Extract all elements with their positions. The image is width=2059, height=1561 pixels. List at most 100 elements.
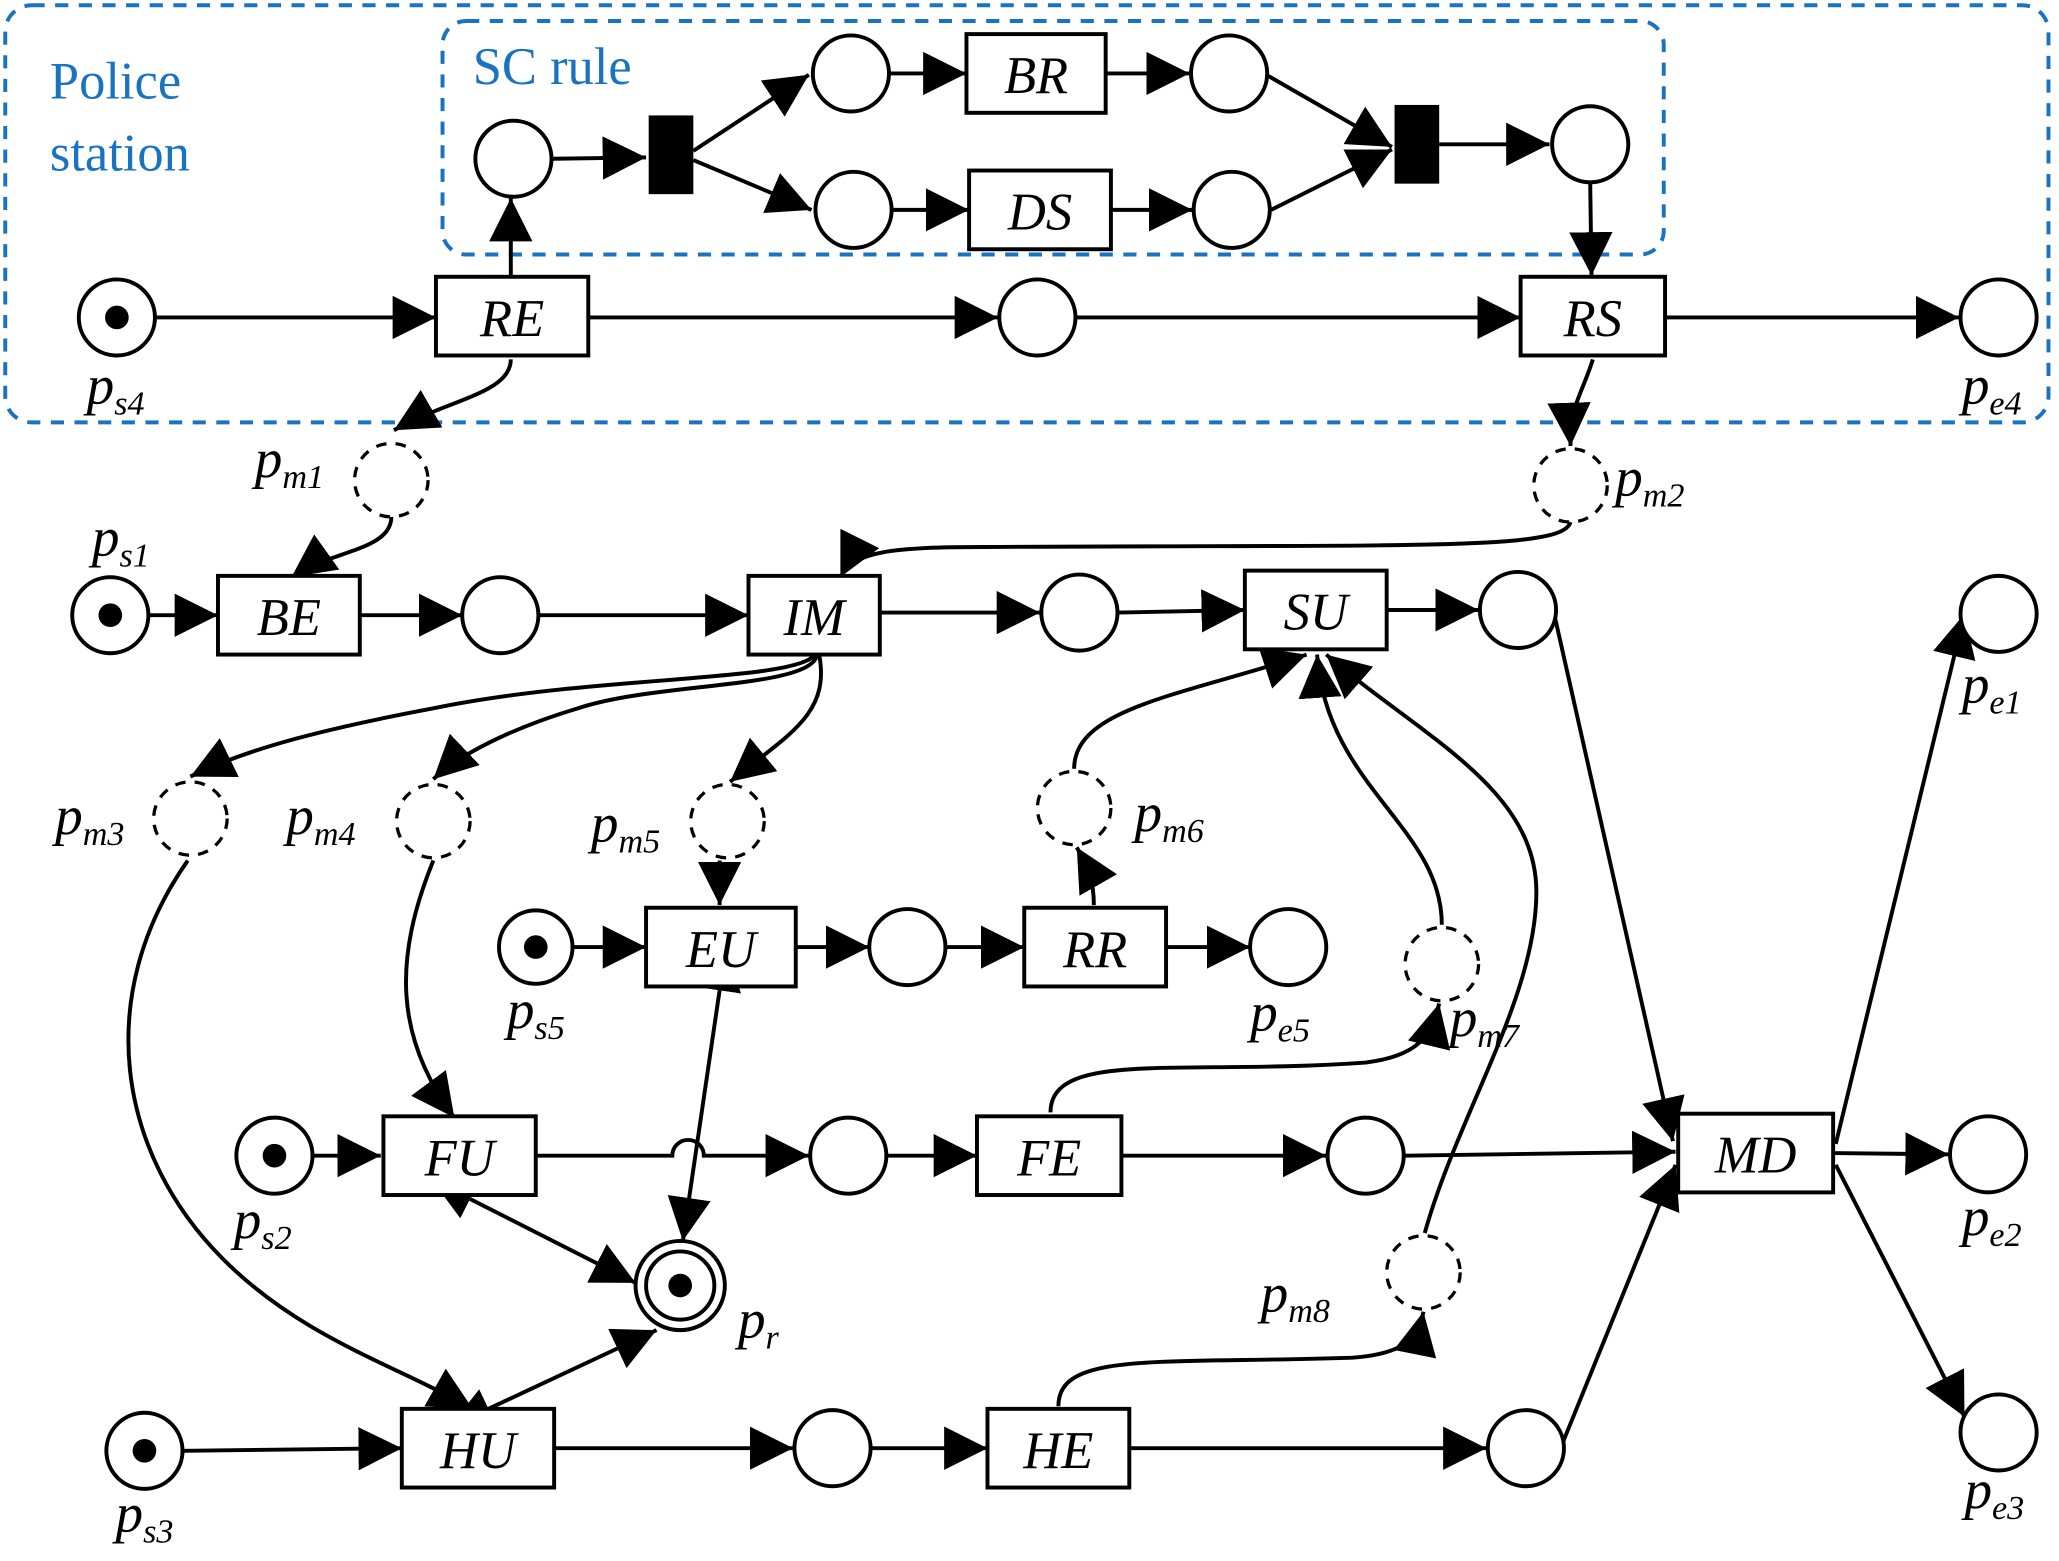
places [70, 33, 2039, 1491]
transition-he[interactable]: HE [985, 1406, 1132, 1490]
place-pm2[interactable] [1532, 446, 1609, 524]
place-row1-c[interactable] [1477, 569, 1559, 650]
transition-br[interactable]: BR [964, 32, 1108, 115]
transition-fe-label: FE [1016, 1129, 1081, 1187]
transition-im[interactable]: IM [746, 573, 882, 657]
place-fe-out[interactable] [1325, 1115, 1406, 1196]
transition-rs-label: RS [1563, 290, 1622, 348]
label-pm2: pm2 [1611, 447, 1684, 514]
place-pe3[interactable] [1958, 1392, 2039, 1473]
arc-fu-p [535, 1134, 809, 1178]
place-pe5[interactable] [1248, 907, 1329, 988]
transition-fe[interactable]: FE [975, 1114, 1124, 1197]
arc-md-pe1 [1833, 613, 1976, 1145]
police-station-label-line2: station [50, 125, 190, 183]
transition-hu-label: HU [439, 1422, 519, 1480]
arc-hu-pr [449, 1328, 658, 1429]
transition-fu[interactable]: FU [381, 1114, 538, 1197]
arc-p5-rs [1569, 183, 1613, 276]
label-pm1: pm1 [251, 429, 324, 496]
transition-md[interactable]: MD [1676, 1111, 1836, 1195]
label-pm7: pm7 [1446, 987, 1521, 1054]
arc-im-pm5 [728, 655, 823, 784]
place-he-out[interactable] [1485, 1408, 1566, 1489]
arc-he-pm8 [1056, 1311, 1437, 1407]
transition-eu[interactable]: EU [644, 905, 798, 989]
label-pm3: pm3 [51, 785, 124, 852]
transition-re-label: RE [479, 290, 544, 348]
place-pm6[interactable] [1035, 769, 1113, 847]
place-fu-mid[interactable] [808, 1115, 889, 1196]
arc-re-pm1 [392, 359, 513, 432]
place-pm5[interactable] [689, 782, 766, 860]
transition-ds-label: DS [1007, 184, 1072, 242]
transition-su[interactable]: SU [1242, 568, 1389, 652]
label-pe5: pe5 [1246, 982, 1310, 1049]
label-ps1: ps1 [88, 507, 150, 574]
label-ps4: ps4 [83, 355, 145, 422]
place-pm3[interactable] [151, 780, 229, 857]
arcs [126, 51, 1976, 1471]
arc-fork-p2 [692, 158, 813, 213]
place-pm8[interactable] [1385, 1234, 1462, 1311]
place-row1-b[interactable] [1039, 572, 1120, 653]
arc-md-pe2 [1833, 1132, 1949, 1176]
transition-re[interactable]: RE [433, 274, 591, 358]
place-hu-mid[interactable] [792, 1408, 873, 1489]
transition-md-label: MD [1714, 1127, 1797, 1185]
transition-be[interactable]: BE [216, 573, 362, 657]
arc-su-out-md [1552, 616, 1685, 1142]
transition-rs[interactable]: RS [1518, 274, 1668, 358]
label-pm5: pm5 [587, 793, 660, 860]
transition-rr[interactable]: RR [1022, 905, 1169, 989]
place-sc-branch2-out[interactable] [1191, 169, 1272, 250]
place-pm4[interactable] [394, 782, 472, 860]
arc-pm8-su [1324, 653, 1539, 1234]
place-eu-mid[interactable] [867, 907, 948, 988]
arc-md-pe3 [1834, 1163, 1967, 1418]
transition-he-label: HE [1022, 1422, 1093, 1480]
transition-fork-bar[interactable] [648, 115, 694, 195]
place-police-mid[interactable] [997, 277, 1078, 358]
label-ps5: ps5 [503, 979, 565, 1046]
place-labels: ps4 pe4 pm1 pm2 ps1 pe1 pm3 pm4 pm5 pm6 … [51, 355, 2024, 1551]
arc-pm6-su [1072, 647, 1308, 769]
label-pr: pr [734, 1289, 780, 1356]
transition-join-bar[interactable] [1394, 104, 1440, 184]
sc-rule-region: SC rule [440, 19, 1666, 257]
transition-be-label: BE [257, 589, 321, 647]
arc-fork-p1 [692, 73, 810, 153]
place-pm7[interactable] [1403, 925, 1481, 1003]
label-pm8: pm8 [1257, 1263, 1330, 1330]
place-pm1[interactable] [352, 441, 430, 519]
arc-p-md [1405, 1130, 1676, 1175]
token-ps3 [132, 1439, 157, 1463]
place-row1-a[interactable] [460, 575, 541, 656]
token-ps2 [262, 1143, 287, 1168]
police-station-region: Police station [3, 3, 2051, 425]
transition-hu[interactable]: HU [399, 1406, 557, 1490]
transition-ds[interactable]: DS [967, 168, 1113, 252]
label-pm6: pm6 [1131, 783, 1204, 850]
place-sc-branch1[interactable] [810, 33, 891, 114]
arc-fe-pm7 [1048, 1003, 1451, 1113]
transitions: RE RS BR DS BE IM SU EU [216, 32, 1836, 1490]
arc-p-su [1118, 589, 1245, 633]
place-pe4[interactable] [1958, 277, 2039, 358]
token-ps4 [105, 305, 129, 330]
place-sc-branch2[interactable] [813, 169, 894, 250]
transition-br-label: BR [1004, 47, 1068, 105]
label-ps2: ps2 [230, 1189, 292, 1256]
place-pe2[interactable] [1948, 1114, 2029, 1195]
arc-pm1-be [290, 516, 394, 579]
arc-he-out-md [1560, 1164, 1680, 1444]
place-pe1[interactable] [1958, 573, 2039, 654]
place-sc-start[interactable] [473, 118, 554, 199]
label-pm4: pm4 [282, 785, 355, 852]
transition-eu-label: EU [685, 921, 759, 979]
place-sc-branch1-out[interactable] [1189, 33, 1270, 114]
place-sc-end[interactable] [1550, 104, 1631, 185]
transition-fu-label: FU [424, 1129, 498, 1187]
transition-im-label: IM [783, 589, 849, 647]
